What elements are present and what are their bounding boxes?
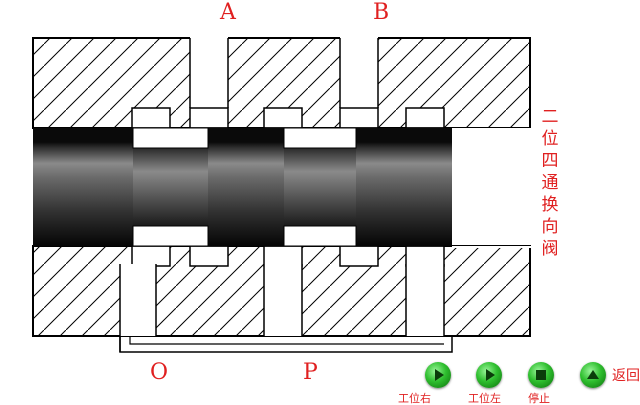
title-char: 阀 (541, 239, 559, 259)
work2-label[interactable]: 工位左 (468, 392, 501, 405)
valve-body-upper (32, 37, 532, 246)
port-label-o: O (150, 360, 169, 385)
stop-label[interactable]: 停止 (528, 392, 550, 405)
stop-button[interactable] (528, 362, 554, 388)
valve-spool (33, 127, 452, 247)
work2-button[interactable] (476, 362, 502, 388)
port-label-p: P (303, 360, 318, 385)
port-label-a: A (220, 0, 236, 25)
play-triangle-icon (486, 369, 495, 381)
title-char: 通 (541, 173, 559, 193)
valve-body-lower (32, 245, 532, 352)
title-char: 换 (541, 195, 559, 215)
title-char: 四 (541, 151, 559, 171)
up-triangle-icon (587, 370, 599, 379)
title-char: 二 (541, 107, 559, 127)
title-char: 位 (541, 129, 559, 149)
valve-title: 二 位 四 通 换 向 阀 (537, 106, 563, 260)
stop-square-icon (536, 370, 546, 380)
play-triangle-icon (435, 369, 444, 381)
port-label-b: B (373, 0, 390, 25)
work1-label[interactable]: 工位右 (398, 392, 431, 405)
title-char: 向 (541, 217, 559, 237)
return-line (119, 336, 453, 353)
return-button[interactable] (580, 362, 606, 388)
work1-button[interactable] (425, 362, 451, 388)
return-label[interactable]: 返回 (612, 368, 640, 384)
